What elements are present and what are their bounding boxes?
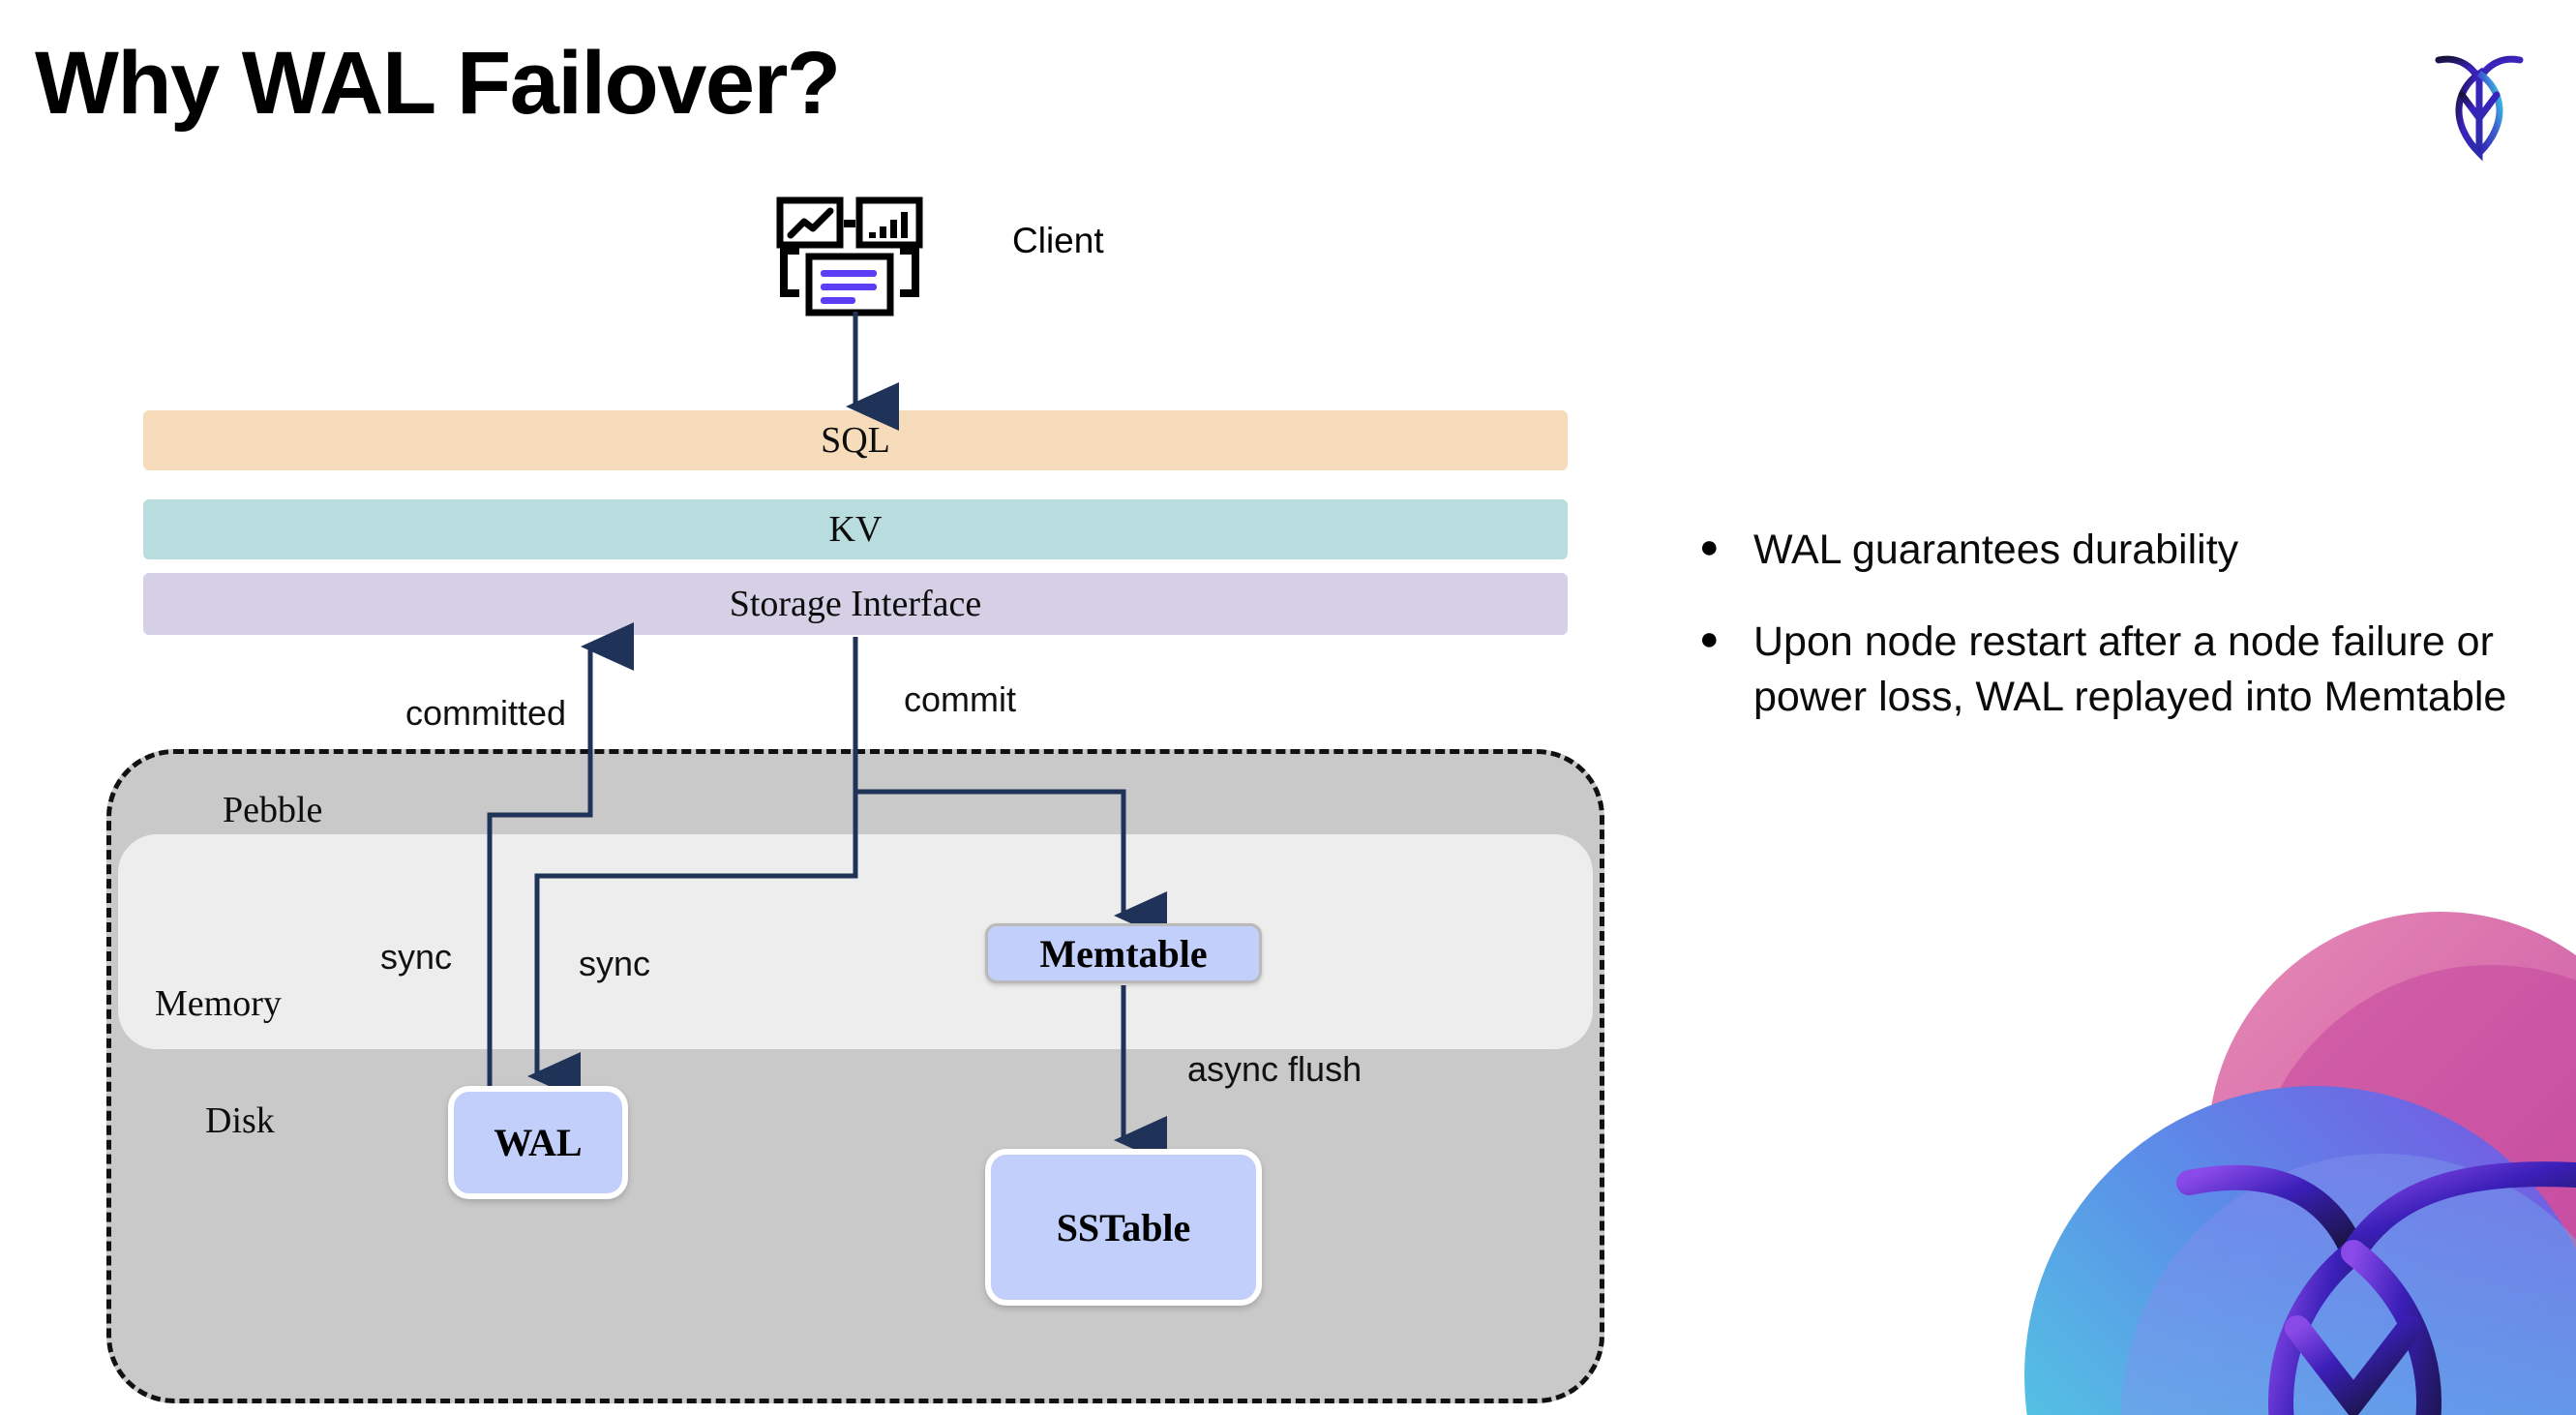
cockroach-logo-icon xyxy=(2411,35,2547,170)
bullet-text: Upon node restart after a node failure o… xyxy=(1753,617,2507,720)
client-dashboard-icon xyxy=(774,196,929,317)
node-sstable-label: SSTable xyxy=(1056,1205,1191,1249)
layer-bar-storage-interface-label: Storage Interface xyxy=(729,584,982,624)
node-sstable[interactable]: SSTable xyxy=(985,1149,1262,1306)
layer-bar-kv-label: KV xyxy=(828,509,883,550)
memory-band xyxy=(118,834,1593,1049)
page-title: Why WAL Failover? xyxy=(35,34,841,133)
layer-bar-sql[interactable]: SQL xyxy=(143,410,1568,470)
node-memtable-label: Memtable xyxy=(1039,931,1208,976)
pebble-label: Pebble xyxy=(223,790,323,830)
list-item: ● WAL guarantees durability xyxy=(1699,523,2512,578)
edge-label-sync-wal-up: sync xyxy=(380,937,453,977)
edge-label-async-flush: async flush xyxy=(1187,1049,1363,1089)
client-label: Client xyxy=(1012,221,1104,260)
layer-bar-sql-label: SQL xyxy=(821,420,890,461)
node-wal-label: WAL xyxy=(494,1121,583,1164)
disk-label: Disk xyxy=(205,1100,275,1141)
edge-label-sync-wal-down: sync xyxy=(579,944,651,983)
layer-bar-kv[interactable]: KV xyxy=(143,499,1568,559)
list-item: ● Upon node restart after a node failure… xyxy=(1699,615,2512,725)
bullet-marker-icon: ● xyxy=(1699,528,1720,565)
bullet-marker-icon: ● xyxy=(1699,619,1720,657)
edge-label-committed: committed xyxy=(405,693,567,733)
node-wal[interactable]: WAL xyxy=(448,1086,628,1199)
cockroach-logo-watermark-icon xyxy=(1899,873,2576,1415)
memory-label: Memory xyxy=(155,983,282,1024)
node-memtable[interactable]: Memtable xyxy=(985,923,1262,983)
bullet-list: ● WAL guarantees durability ● Upon node … xyxy=(1699,523,2512,761)
bullet-text: WAL guarantees durability xyxy=(1753,527,2239,573)
layer-bar-storage-interface[interactable]: Storage Interface xyxy=(143,573,1568,635)
edge-label-commit: commit xyxy=(904,679,1016,719)
